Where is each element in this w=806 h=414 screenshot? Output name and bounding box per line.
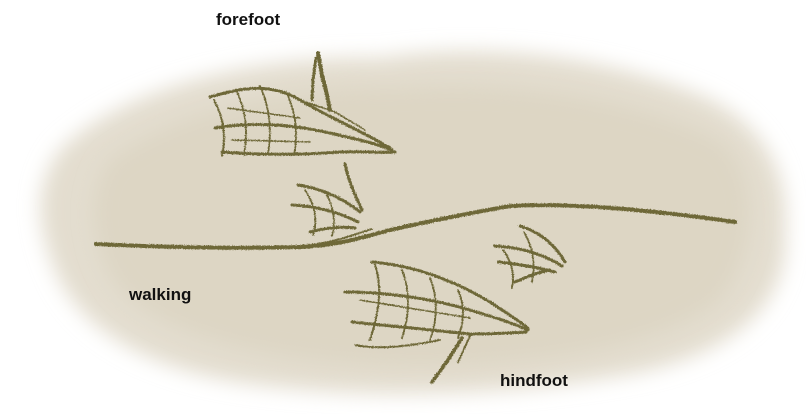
- hindfoot-label: hindfoot: [500, 372, 568, 389]
- forefoot-label: forefoot: [216, 11, 280, 28]
- walking-label: walking: [129, 286, 191, 303]
- background-wash: [41, 51, 786, 393]
